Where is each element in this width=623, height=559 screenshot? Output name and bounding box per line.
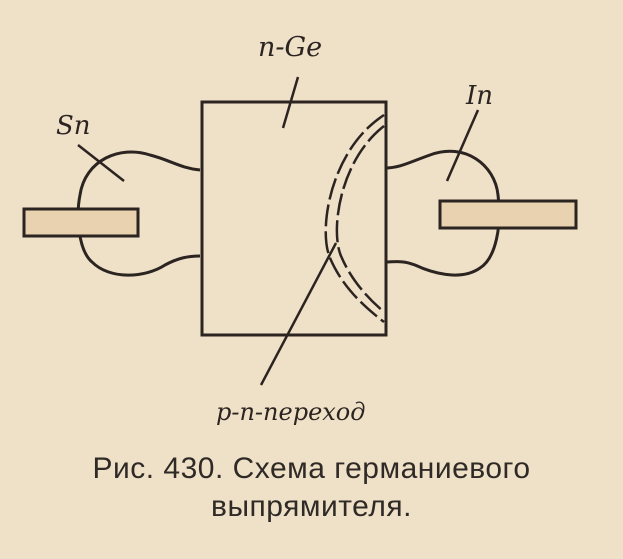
sn-leader — [77, 144, 125, 182]
in-electrode-blob — [384, 149, 501, 277]
pn-junction-label: p-n-переход — [216, 398, 365, 426]
sn-label: Sn — [56, 111, 91, 141]
in-label: In — [465, 81, 493, 111]
germanium-crystal — [200, 100, 388, 337]
pn-junction-arc-inner — [335, 125, 385, 313]
in-leader — [445, 109, 480, 182]
figure-caption-line2: выпрямителя. — [211, 490, 412, 523]
n-ge-leader — [281, 76, 300, 129]
sn-lead-wire — [22, 207, 140, 238]
pn-junction-leader — [259, 242, 338, 386]
pn-junction-arc-outer — [324, 113, 385, 323]
figure-caption-line1: Рис. 430. Схема германиевого — [92, 452, 531, 485]
in-lead-wire — [438, 199, 578, 230]
n-ge-label: n-Ge — [258, 32, 322, 63]
